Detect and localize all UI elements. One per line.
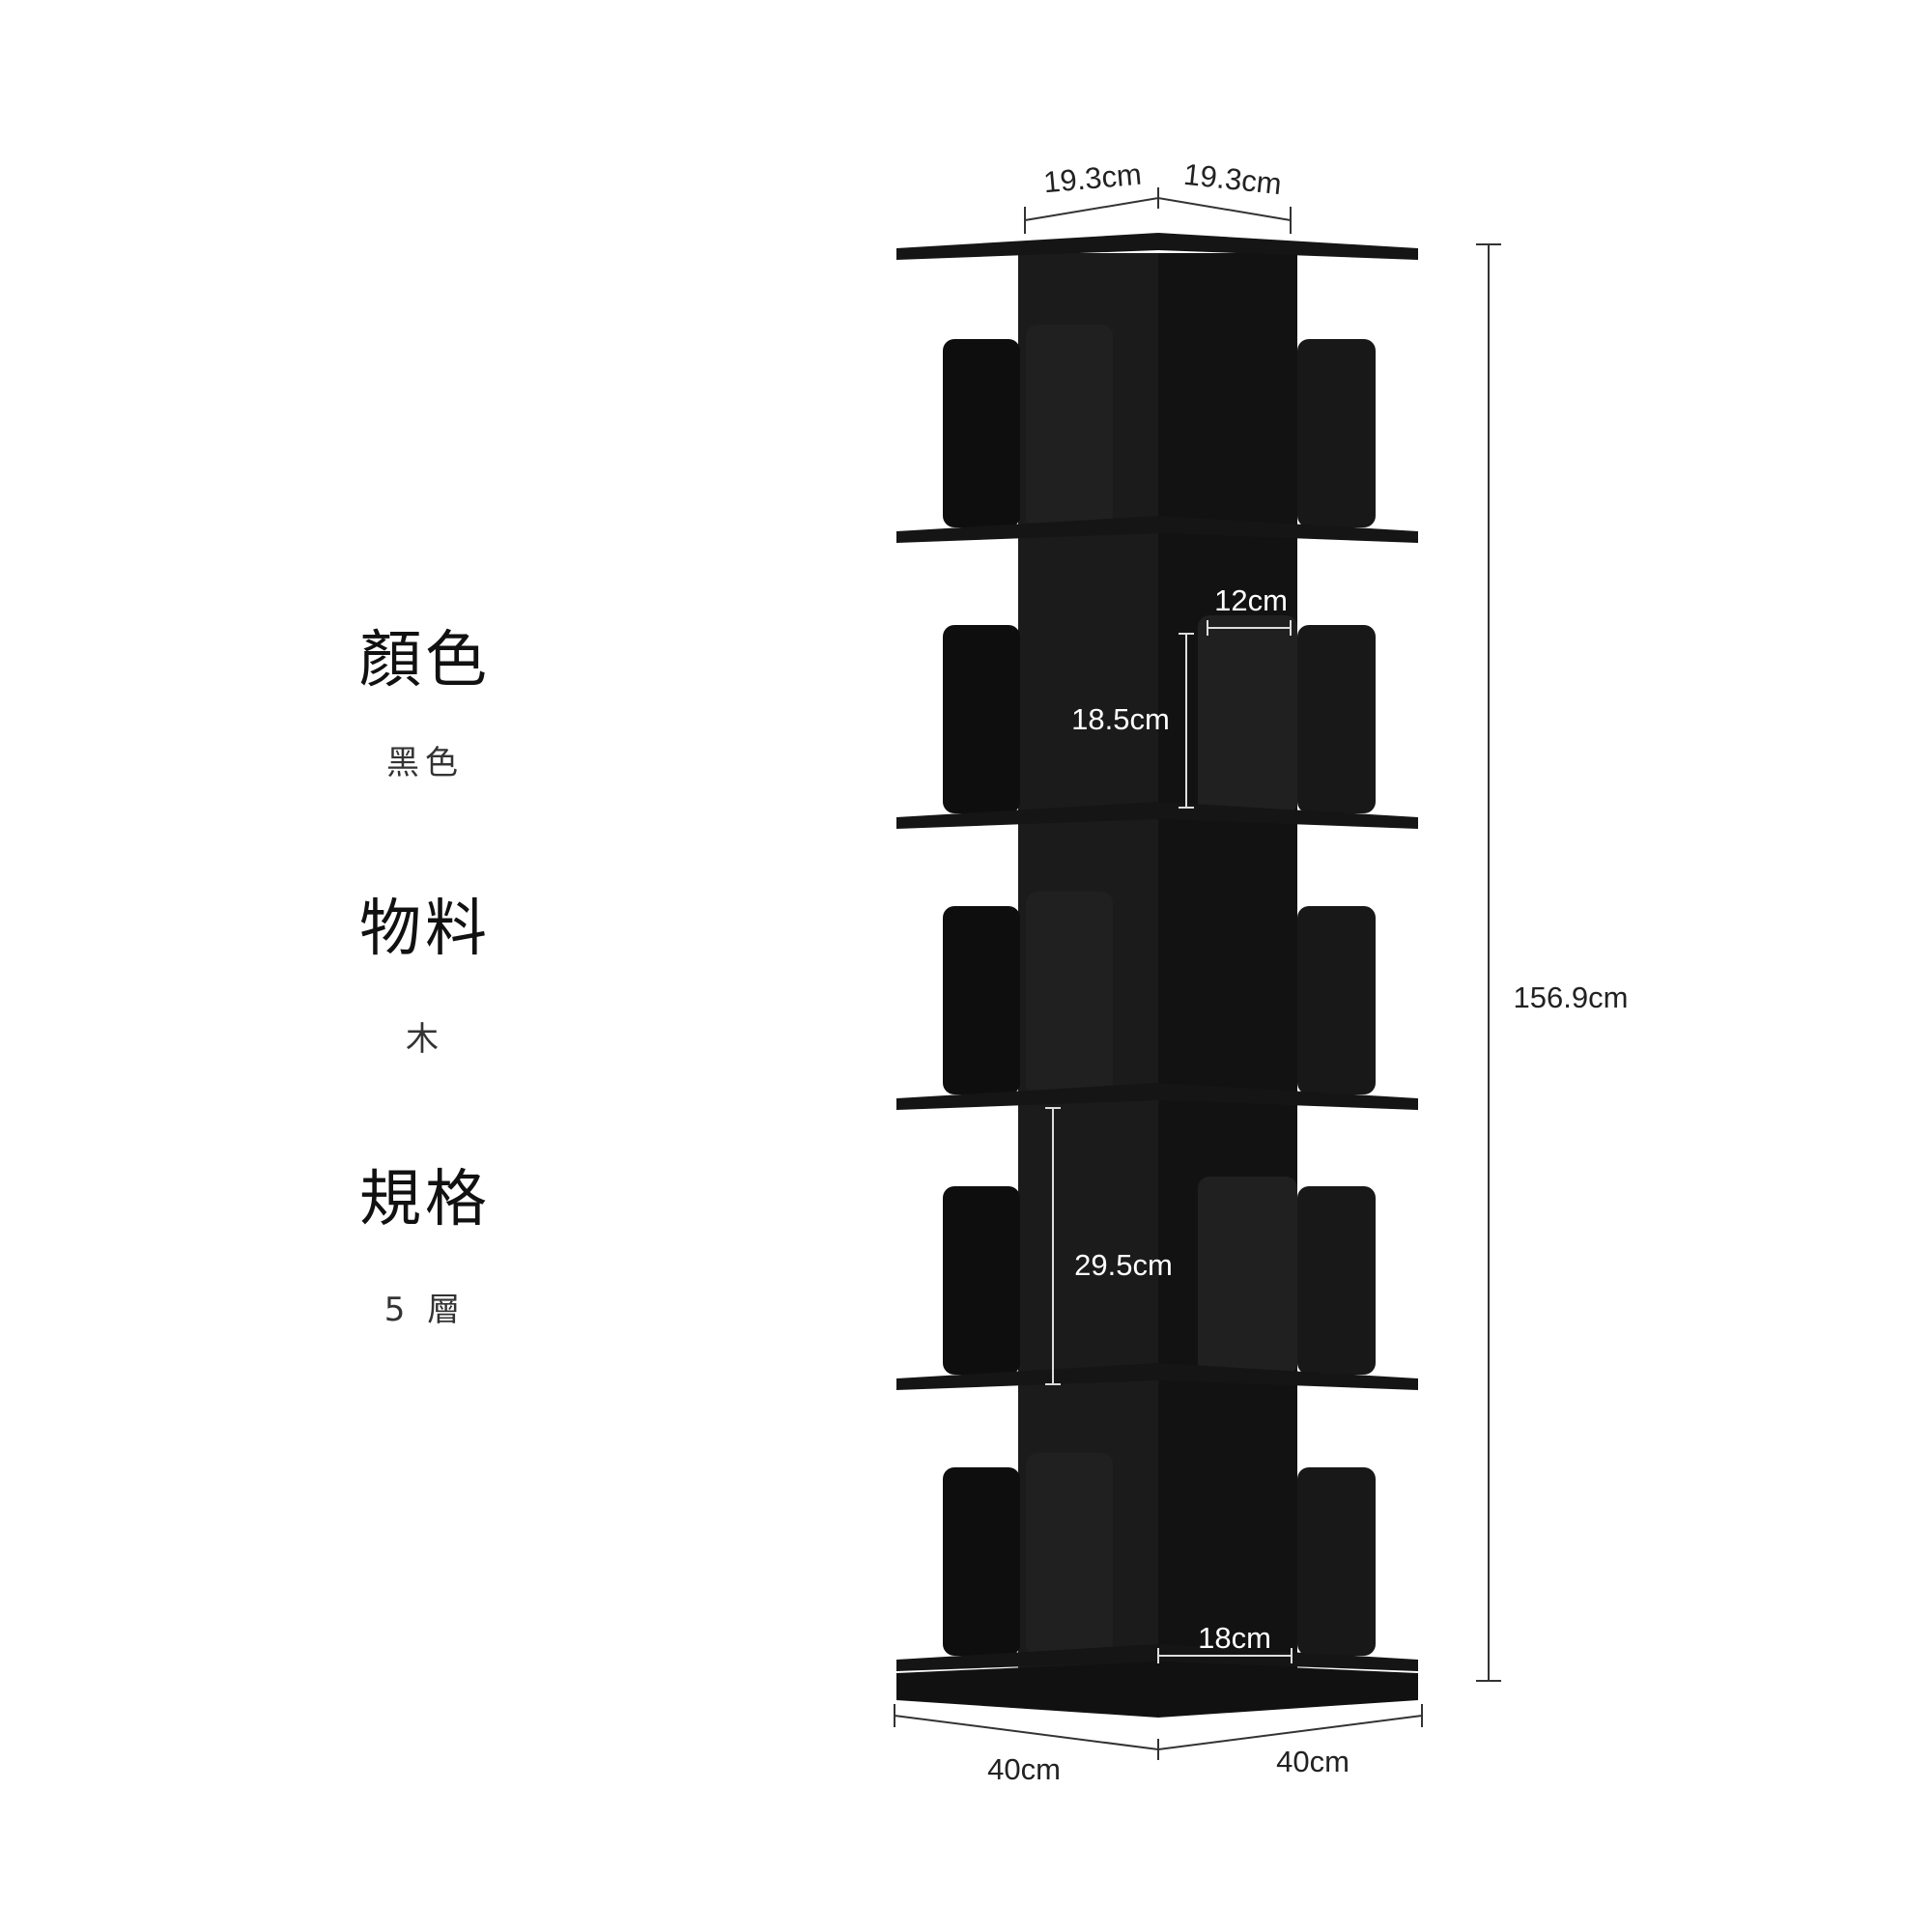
bottom-width-line bbox=[1157, 1648, 1293, 1663]
height-line bbox=[1476, 243, 1501, 1682]
dimension-lines bbox=[894, 187, 1501, 1760]
top-right-width-label: 19.3cm bbox=[1182, 157, 1284, 201]
bookend-left bbox=[943, 1467, 1020, 1656]
divider-height-line bbox=[1179, 633, 1194, 809]
inner-dimension-lines bbox=[1045, 620, 1293, 1663]
bookend-left bbox=[943, 906, 1020, 1094]
total-height-label: 156.9cm bbox=[1514, 980, 1629, 1014]
shelf-tiers bbox=[896, 233, 1418, 1718]
shelf-board bbox=[896, 1363, 1418, 1390]
top-left-width-label: 19.3cm bbox=[1042, 157, 1143, 200]
shelf-board bbox=[896, 1083, 1418, 1110]
bookend-right bbox=[1297, 1186, 1376, 1375]
spec-material-value: 木 bbox=[406, 1020, 444, 1059]
divider-panel bbox=[1198, 615, 1297, 813]
divider-panel bbox=[1198, 1177, 1297, 1375]
divider-panel bbox=[1026, 1453, 1113, 1656]
base-left-label: 40cm bbox=[987, 1752, 1061, 1786]
center-column-side bbox=[1158, 253, 1297, 1673]
divider-height-label: 18.5cm bbox=[1071, 702, 1170, 736]
base-width-line bbox=[894, 1704, 1423, 1760]
shelf-board bbox=[896, 516, 1418, 543]
tier-height-label: 29.5cm bbox=[1074, 1248, 1173, 1282]
bookend-right bbox=[1297, 906, 1376, 1094]
bottom-width-label: 18cm bbox=[1198, 1621, 1271, 1655]
bookend-left bbox=[943, 625, 1020, 813]
spec-color-title: 顏色 bbox=[359, 625, 491, 696]
bookend-left bbox=[943, 339, 1020, 527]
bookend-right bbox=[1297, 625, 1376, 813]
tier-height-line bbox=[1045, 1107, 1061, 1385]
spec-size-title: 規格 bbox=[359, 1164, 491, 1236]
shelf-board bbox=[896, 802, 1418, 829]
top-width-line bbox=[1024, 187, 1292, 234]
spec-size-value: 5 層 bbox=[384, 1291, 467, 1329]
bookend-right bbox=[1297, 1467, 1376, 1656]
bookend-left bbox=[943, 1186, 1020, 1375]
bookend-right bbox=[1297, 339, 1376, 527]
shelf-board bbox=[896, 233, 1418, 260]
base-right-label: 40cm bbox=[1276, 1745, 1350, 1778]
divider-width-line bbox=[1207, 620, 1292, 636]
rotating-base bbox=[896, 1662, 1418, 1718]
spec-material-title: 物料 bbox=[359, 894, 491, 965]
divider-width-label: 12cm bbox=[1214, 583, 1288, 617]
divider-panel bbox=[1026, 325, 1113, 527]
spec-color-value: 黑色 bbox=[386, 744, 464, 782]
divider-panel bbox=[1026, 892, 1113, 1094]
